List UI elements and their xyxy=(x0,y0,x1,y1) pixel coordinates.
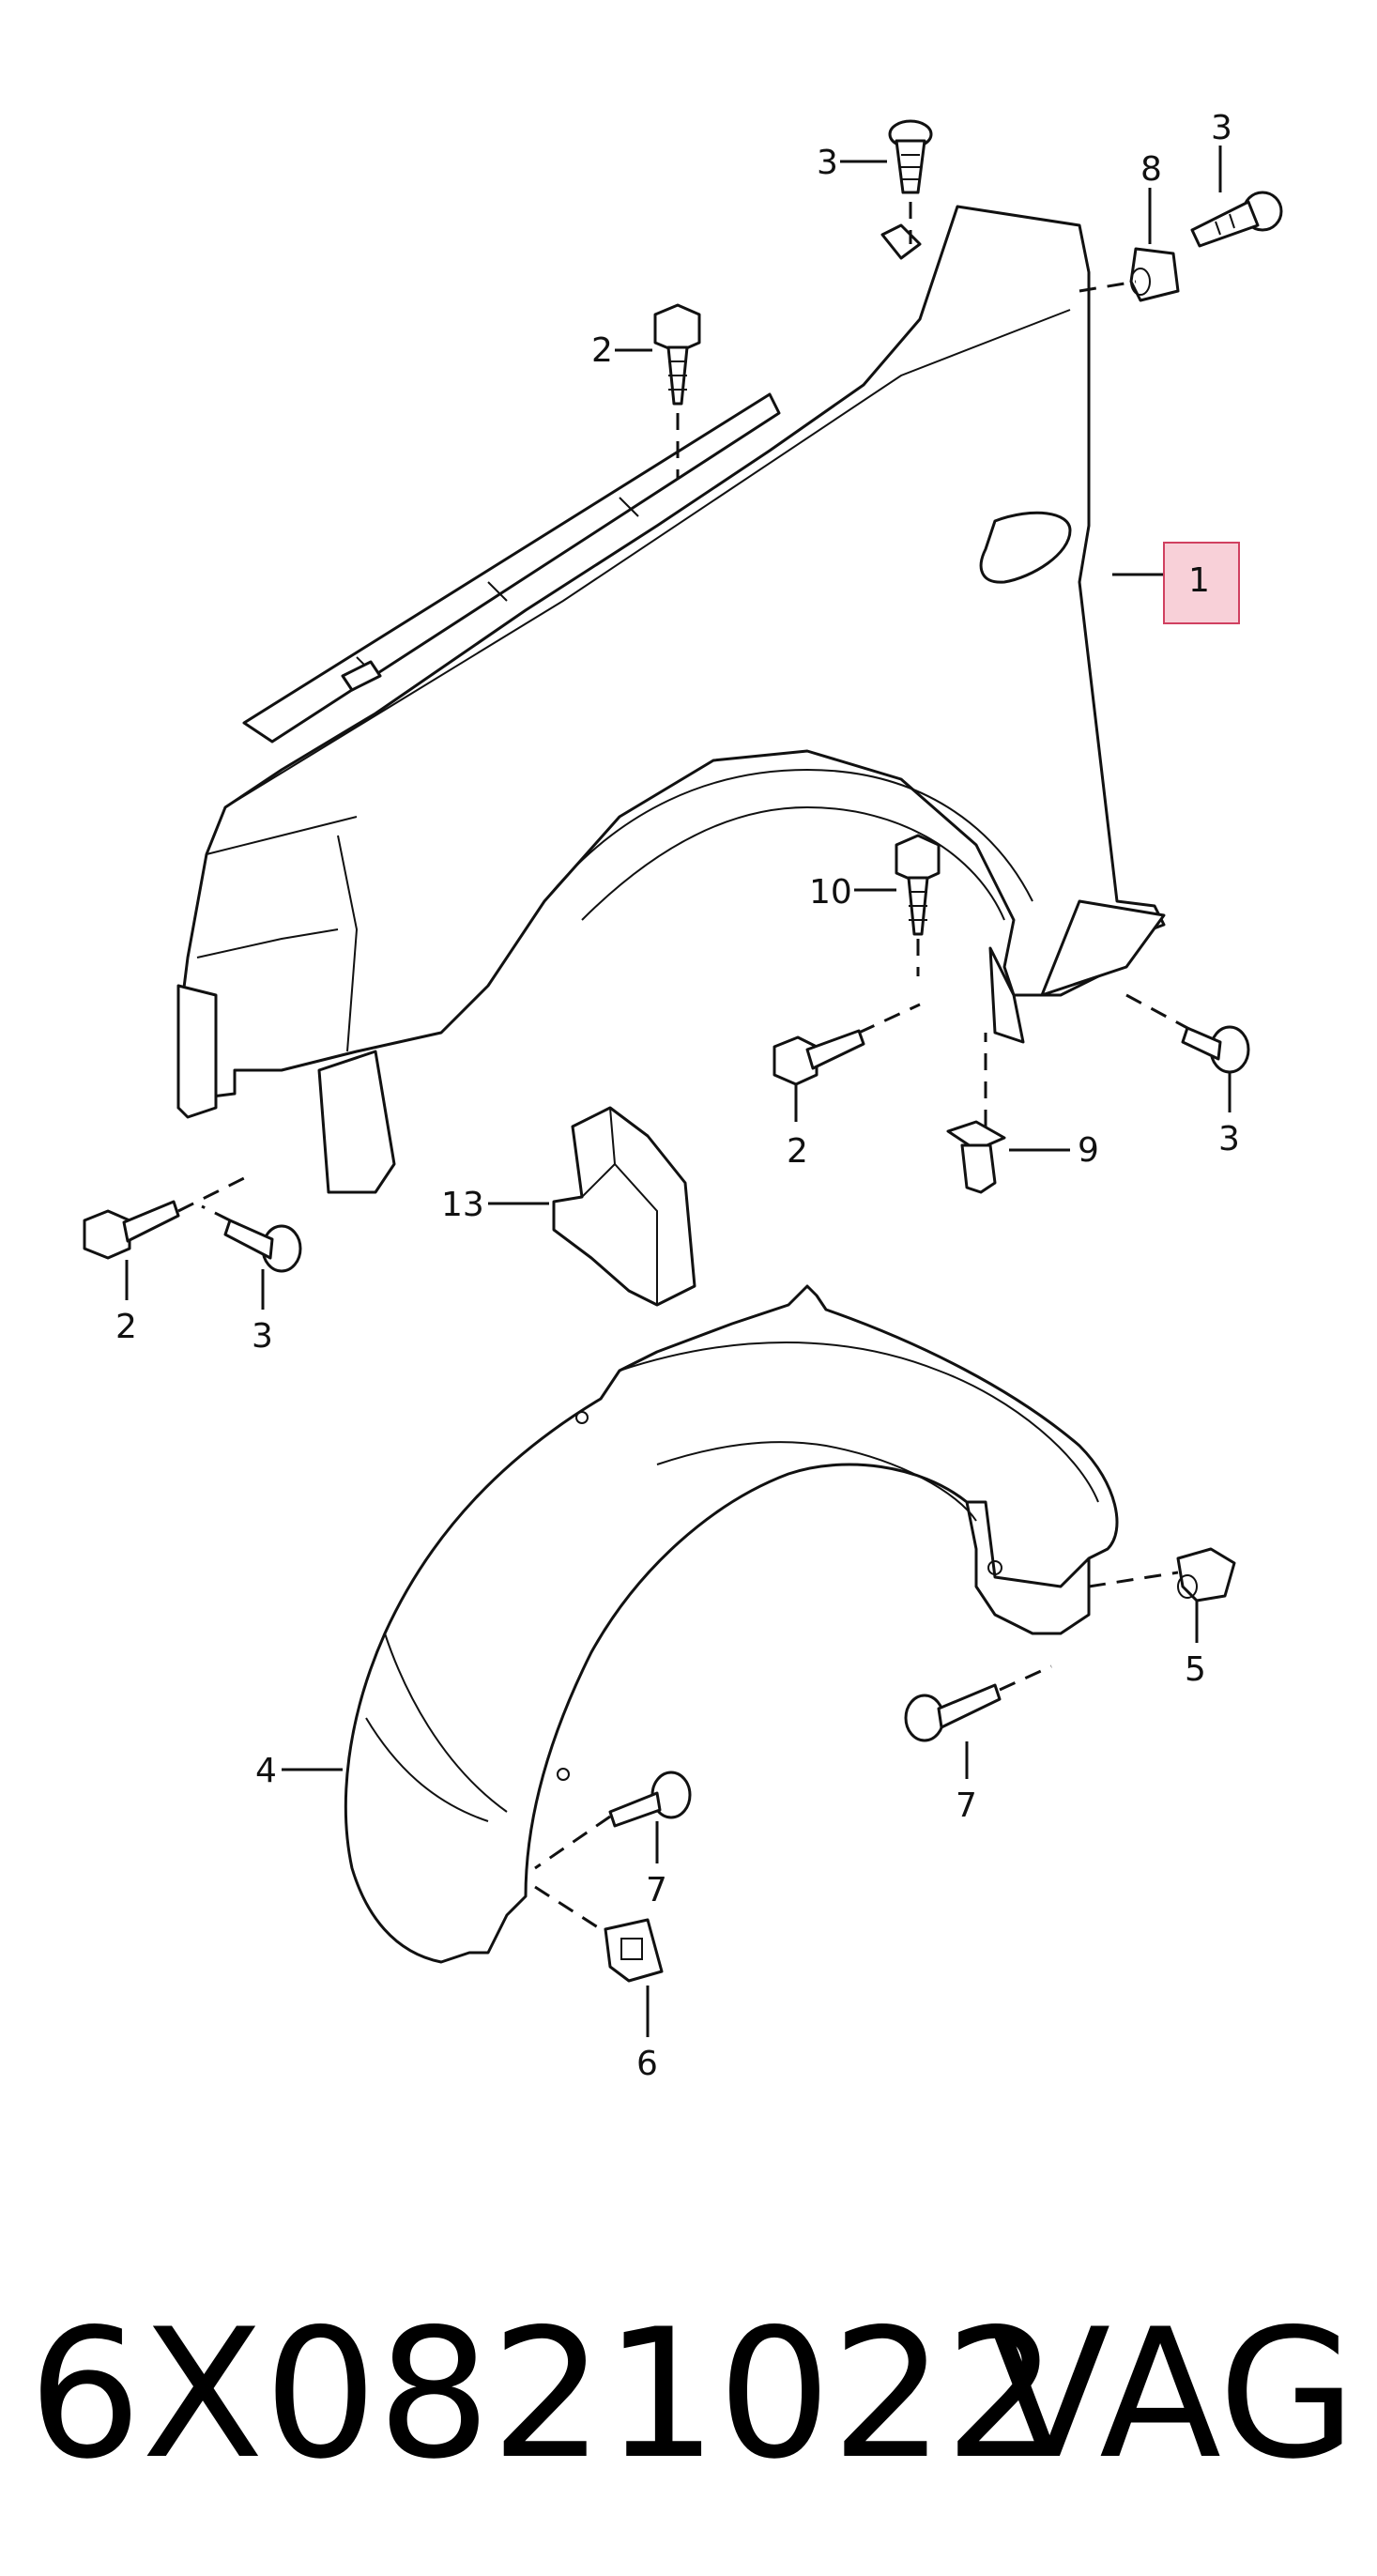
screw-2-top xyxy=(653,303,701,406)
screw-2-mid xyxy=(773,1029,865,1086)
screw-3-topright xyxy=(1190,191,1283,248)
fender-panel xyxy=(176,205,1166,1194)
callout-3-right: 3 xyxy=(1218,1120,1240,1158)
callout-3-left: 3 xyxy=(252,1317,273,1356)
callout-labels: 1 3 2 8 3 10 2 3 9 13 2 3 4 5 7 7 6 xyxy=(115,109,1240,2083)
callout-13: 13 xyxy=(441,1186,484,1224)
part-number: 6X0821022 xyxy=(28,2291,1059,2498)
callout-8: 8 xyxy=(1140,150,1162,189)
screw-7-right xyxy=(904,1683,1002,1742)
callout-10: 10 xyxy=(809,873,852,912)
screw-3-left xyxy=(223,1219,302,1273)
screw-7-mid xyxy=(608,1771,692,1828)
clip-5 xyxy=(1176,1547,1236,1602)
part-13-bracket xyxy=(552,1106,696,1307)
clip-6 xyxy=(604,1918,664,1983)
callout-1-highlight xyxy=(1163,542,1240,624)
clip-9 xyxy=(946,1120,1006,1194)
callout-1: 1 xyxy=(1188,561,1210,600)
callout-7-mid: 7 xyxy=(646,1871,667,1909)
screw-3-right xyxy=(1181,1025,1250,1074)
exploded-parts-diagram: 1 3 2 8 3 10 2 3 9 13 2 3 4 5 7 7 6 xyxy=(83,109,1283,2083)
callout-3-topright: 3 xyxy=(1211,109,1232,147)
callout-4: 4 xyxy=(255,1752,277,1790)
callout-6: 6 xyxy=(636,2045,658,2083)
callout-2-left: 2 xyxy=(115,1308,137,1346)
callout-3-top: 3 xyxy=(817,144,838,182)
nut-8 xyxy=(1129,247,1180,302)
leader-lines xyxy=(125,146,1232,2037)
wheel-arch-liner xyxy=(344,1284,1119,1964)
callout-9: 9 xyxy=(1078,1131,1099,1170)
callout-5: 5 xyxy=(1185,1650,1206,1689)
callout-2-mid: 2 xyxy=(787,1132,808,1171)
screw-2-left xyxy=(83,1200,180,1260)
screw-3-top xyxy=(880,119,933,260)
screw-10 xyxy=(895,834,941,936)
brand-name: VAG xyxy=(988,2291,1356,2498)
callout-2-top: 2 xyxy=(591,331,613,370)
callout-7-right: 7 xyxy=(956,1786,977,1825)
